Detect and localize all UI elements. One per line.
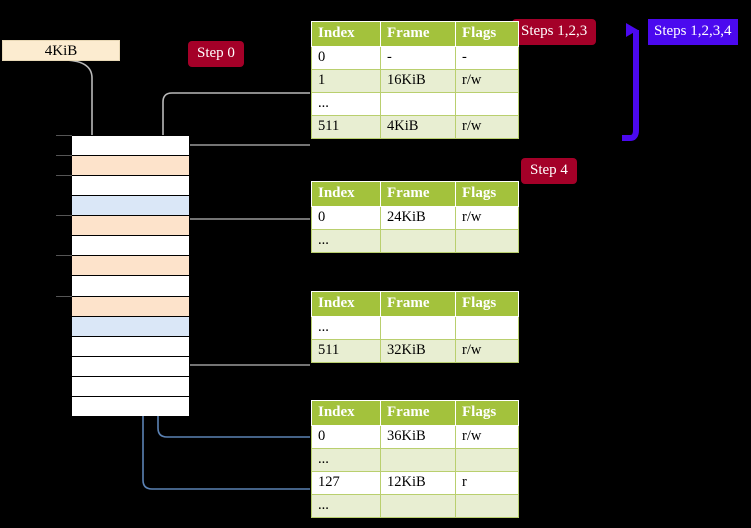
- table-cell: 32KiB: [380, 339, 456, 363]
- memory-frame-row: [72, 175, 189, 196]
- table-cell: 4KiB: [380, 115, 456, 139]
- badge-steps-123-label: Steps 1,2,3: [521, 23, 588, 39]
- memory-frame-row: [72, 195, 189, 216]
- table-header-index: Index: [311, 181, 381, 207]
- table-header-frame: Frame: [380, 400, 456, 426]
- table-cell: [455, 92, 519, 116]
- memory-frame-row: [72, 215, 189, 236]
- table-cell: ...: [311, 448, 381, 472]
- table-cell: [380, 316, 456, 340]
- memory-frame-row: [72, 375, 189, 396]
- wire-steps-loop-arrow: [622, 23, 639, 141]
- table-header-flags: Flags: [455, 181, 519, 207]
- table-header-frame: Frame: [380, 291, 456, 317]
- table-cell: ...: [311, 316, 381, 340]
- table-cell: 127: [311, 471, 381, 495]
- table-header-flags: Flags: [455, 400, 519, 426]
- memory-frame-row: [72, 395, 189, 416]
- memory-frame-row: [72, 315, 189, 336]
- badge-steps-1234: Steps 1,2,3,4: [648, 19, 738, 45]
- table-cell: ...: [311, 92, 381, 116]
- physical-memory-column: [71, 135, 190, 416]
- badge-steps-1234-label: Steps 1,2,3,4: [654, 23, 732, 39]
- table-cell: 0: [311, 425, 381, 449]
- table-cell: r/w: [455, 425, 519, 449]
- table-cell: 511: [311, 339, 381, 363]
- memory-tick: [56, 255, 72, 257]
- table-cell: -: [455, 46, 519, 70]
- badge-step-4: Step 4: [521, 158, 577, 184]
- table-header-frame: Frame: [380, 21, 456, 47]
- memory-frame-row: [72, 355, 189, 376]
- table-row: ...: [311, 494, 519, 518]
- memory-frame-row: [72, 235, 189, 256]
- table-cell: r/w: [455, 115, 519, 139]
- table-cell: 0: [311, 46, 381, 70]
- table-cell: -: [380, 46, 456, 70]
- table-cell: r: [455, 471, 519, 495]
- memory-frame-row: [72, 155, 189, 176]
- table-cell: ...: [311, 494, 381, 518]
- badge-step-0: Step 0: [188, 41, 244, 67]
- table-cell: 511: [311, 115, 381, 139]
- table-header-flags: Flags: [455, 291, 519, 317]
- memory-tick: [56, 215, 72, 217]
- memory-frame-row: [72, 255, 189, 276]
- memory-tick: [56, 175, 72, 177]
- table-cell: 36KiB: [380, 425, 456, 449]
- table-cell: ...: [311, 229, 381, 253]
- table-cell: [455, 316, 519, 340]
- table-cell: 16KiB: [380, 69, 456, 93]
- table-header-flags: Flags: [455, 21, 519, 47]
- table-cell: [380, 92, 456, 116]
- table-row: 0--: [311, 46, 519, 70]
- table-cell: 24KiB: [380, 206, 456, 230]
- memory-tick: [56, 135, 72, 136]
- table-row: ...: [311, 316, 519, 340]
- kib-label-box: 4KiB: [2, 40, 120, 61]
- table-cell: 1: [311, 69, 381, 93]
- table-cell: [380, 494, 456, 518]
- kib-label-text: 4KiB: [44, 43, 78, 59]
- table-cell: [455, 229, 519, 253]
- memory-tick: [56, 295, 72, 297]
- memory-frame-row: [72, 295, 189, 316]
- badge-steps-123: Steps 1,2,3: [512, 19, 597, 45]
- memory-tick: [56, 155, 72, 157]
- table-cell: 0: [311, 206, 381, 230]
- table-cell: [455, 448, 519, 472]
- table-cell: [380, 229, 456, 253]
- table-cell: r/w: [455, 339, 519, 363]
- table-header-index: Index: [311, 21, 381, 47]
- table-cell: r/w: [455, 206, 519, 230]
- badge-step-0-label: Step 0: [197, 45, 235, 61]
- table-cell: r/w: [455, 69, 519, 93]
- table-row: ...: [311, 92, 519, 116]
- table-cell: [380, 448, 456, 472]
- table-row: ...: [311, 448, 519, 472]
- memory-frame-row: [72, 135, 189, 156]
- badge-step-4-label: Step 4: [530, 162, 568, 178]
- memory-frame-row: [72, 275, 189, 296]
- table-cell: 12KiB: [380, 471, 456, 495]
- table-header-index: Index: [311, 400, 381, 426]
- table-row: ...: [311, 229, 519, 253]
- table-header-frame: Frame: [380, 181, 456, 207]
- table-cell: [455, 494, 519, 518]
- memory-frame-row: [72, 335, 189, 356]
- table-header-index: Index: [311, 291, 381, 317]
